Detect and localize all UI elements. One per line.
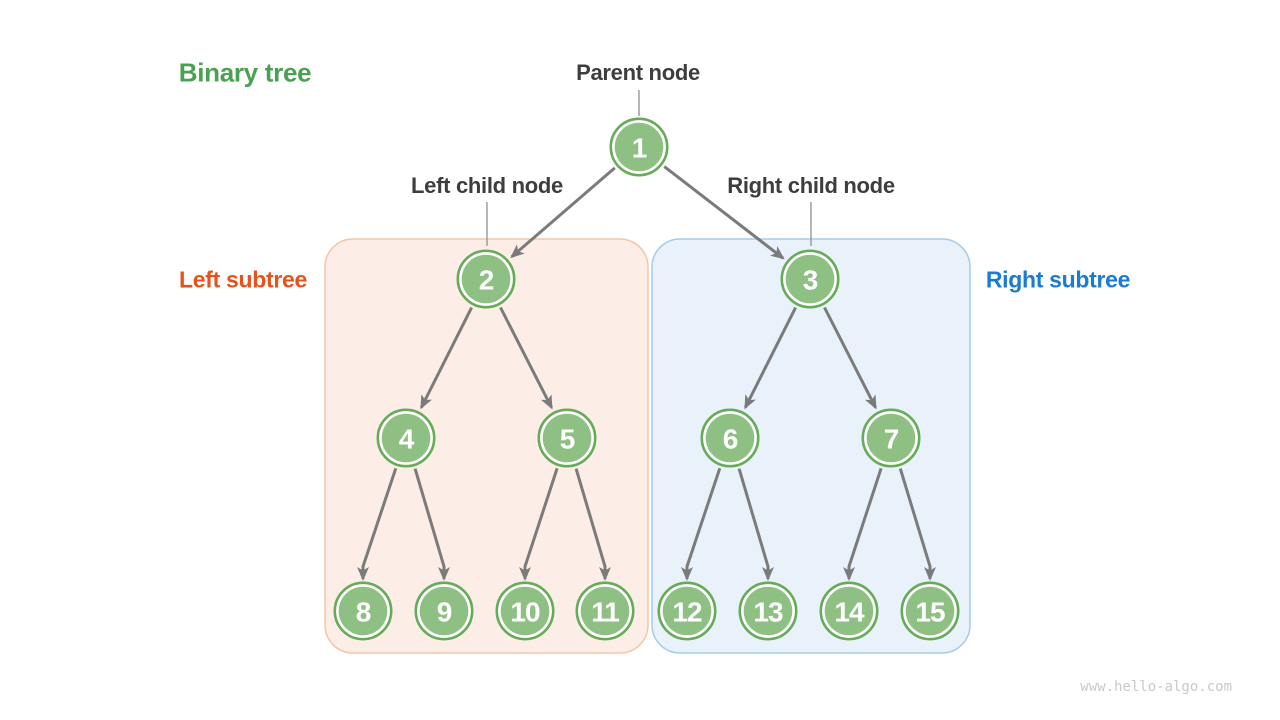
right-subtree-label: Right subtree <box>985 266 1131 293</box>
edge-1-2 <box>510 166 616 259</box>
edge-2-5 <box>499 306 553 410</box>
node-circle <box>866 413 916 463</box>
node-value: 7 <box>884 424 899 455</box>
tree-node-13: 13 <box>738 581 798 641</box>
tree-node-4: 4 <box>376 408 436 468</box>
node-value: 8 <box>356 597 371 628</box>
node-circle <box>785 254 835 304</box>
tree-node-2: 2 <box>456 249 516 309</box>
node-value: 9 <box>437 597 452 628</box>
tree-node-9: 9 <box>414 581 474 641</box>
tree-node-15: 15 <box>900 581 960 641</box>
tree-node-8: 8 <box>333 581 393 641</box>
edge-2-4 <box>419 306 473 410</box>
node-circle <box>419 586 469 636</box>
edge-5-10 <box>519 467 559 581</box>
left-child-node-label: Left child node <box>411 173 563 198</box>
edge-3-7 <box>823 306 877 410</box>
edge-7-14 <box>843 467 883 581</box>
node-value: 2 <box>479 265 494 296</box>
edge-5-11 <box>574 468 611 581</box>
page-title: Binary tree <box>178 57 312 88</box>
node-value: 12 <box>672 597 702 628</box>
node-value: 1 <box>632 133 647 164</box>
node-circle <box>743 586 793 636</box>
node-value: 4 <box>399 424 415 455</box>
node-circle <box>461 254 511 304</box>
node-value: 14 <box>834 597 865 628</box>
node-circle <box>705 413 755 463</box>
edge-1-3 <box>663 165 785 260</box>
watermark: www.hello-algo.com <box>1080 679 1232 695</box>
tree-node-5: 5 <box>537 408 597 468</box>
tree-node-1: 1 <box>609 117 669 177</box>
node-circle <box>580 586 630 636</box>
node-circle <box>662 586 712 636</box>
tree-node-12: 12 <box>657 581 717 641</box>
node-value: 15 <box>915 597 945 628</box>
node-value: 3 <box>803 265 818 296</box>
node-value: 13 <box>753 597 783 628</box>
tree-node-7: 7 <box>861 408 921 468</box>
node-value: 6 <box>723 424 738 455</box>
tree-node-11: 11 <box>575 581 635 641</box>
edge-3-6 <box>743 306 797 410</box>
edge-6-13 <box>737 468 774 581</box>
node-circle <box>905 586 955 636</box>
node-circle <box>824 586 874 636</box>
parent-node-label: Parent node <box>576 60 700 85</box>
edge-4-9 <box>413 468 450 581</box>
node-circle <box>381 413 431 463</box>
node-value: 10 <box>510 597 540 628</box>
node-circle <box>542 413 592 463</box>
tree-node-14: 14 <box>819 581 879 641</box>
node-value: 11 <box>591 597 619 628</box>
node-circle <box>614 122 664 172</box>
left-subtree-label: Left subtree <box>178 266 308 293</box>
tree-node-6: 6 <box>700 408 760 468</box>
node-value: 5 <box>560 424 575 455</box>
tree-node-3: 3 <box>780 249 840 309</box>
right-child-node-label: Right child node <box>727 173 895 198</box>
node-circle <box>500 586 550 636</box>
edge-7-15 <box>898 468 936 581</box>
edge-6-12 <box>681 467 722 581</box>
edge-4-8 <box>357 467 398 581</box>
node-circle <box>338 586 388 636</box>
tree-node-10: 10 <box>495 581 555 641</box>
